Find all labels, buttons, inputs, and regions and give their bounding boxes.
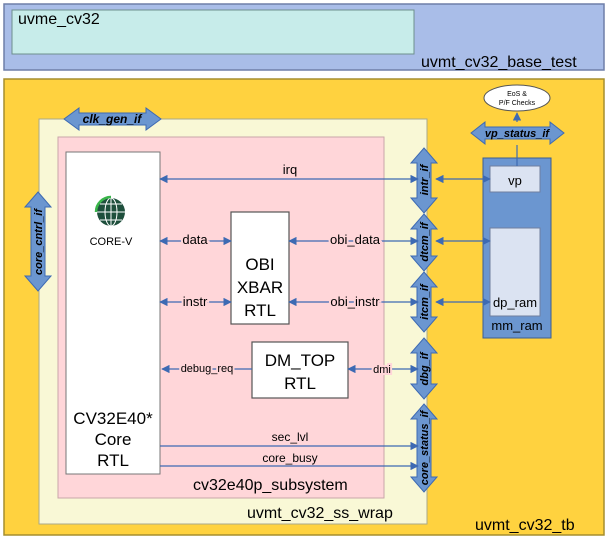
vp-status-if-label: vp_status_if (485, 128, 551, 140)
globe-icon (94, 195, 125, 227)
core-line3: RTL (97, 451, 129, 470)
core-logo-text: CORE-V (90, 236, 133, 248)
debug-req-label: debug_req (181, 363, 234, 375)
mm-ram-label: mm_ram (491, 318, 542, 333)
subsystem-label: cv32e40p_subsystem (193, 477, 348, 494)
clk-gen-if-arrow (63, 107, 162, 131)
dmi-label: dmi (373, 364, 391, 376)
dbg-if-label: dbg_if (419, 351, 431, 385)
checks-line2: P/F Checks (499, 100, 536, 107)
core-line2: Core (95, 430, 132, 449)
tb-label: uvmt_cv32_tb (475, 517, 575, 534)
uvme-block (11, 9, 415, 55)
xbar-line2: XBAR (237, 278, 283, 297)
checks-ellipse (483, 84, 551, 112)
core-cntrl-if-label: core_cntrl_if (33, 208, 45, 275)
intr-if-arrow (409, 147, 439, 214)
vp-block (489, 165, 541, 193)
core-busy-label: core_busy (262, 451, 317, 465)
dbg-if-arrow (409, 337, 439, 400)
dm-line1: DM_TOP (265, 351, 336, 370)
core-status-if-label: core_status_if (419, 409, 431, 485)
core-cntrl-if-arrow (23, 191, 53, 292)
instr-label: instr (183, 294, 208, 309)
xbar-line3: RTL (244, 301, 276, 320)
data-label: data (182, 232, 208, 247)
uvme-label: uvme_cv32 (18, 11, 100, 28)
xbar-block (230, 211, 290, 325)
obi-instr-label: obi_instr (330, 294, 380, 309)
ss-wrap-label: uvmt_cv32_ss_wrap (247, 505, 393, 522)
base-test-label: uvmt_cv32_base_test (421, 54, 577, 71)
dm-block (251, 341, 349, 399)
dtcm-if-label: dtcm_if (419, 221, 431, 261)
itcm-if-label: itcm_if (419, 283, 431, 320)
core-line1: CV32E40* (73, 409, 153, 428)
irq-label: irq (283, 162, 297, 177)
dp-ram-label: dp_ram (493, 295, 537, 310)
obi-data-label: obi_data (330, 232, 381, 247)
itcm-if-arrow (409, 271, 439, 333)
dtcm-if-arrow (409, 213, 439, 272)
checks-line1: EoS & (507, 91, 527, 98)
vp-status-if-arrow (470, 120, 565, 146)
clk-gen-if-label: clk_gen_if (83, 112, 143, 126)
dp-ram-block (489, 227, 541, 317)
vp-label: vp (508, 173, 522, 188)
sec-lvl-label: sec_lvl (272, 430, 309, 444)
dm-line2: RTL (284, 374, 316, 393)
intr-if-label: intr_if (419, 163, 431, 195)
xbar-line1: OBI (245, 255, 274, 274)
